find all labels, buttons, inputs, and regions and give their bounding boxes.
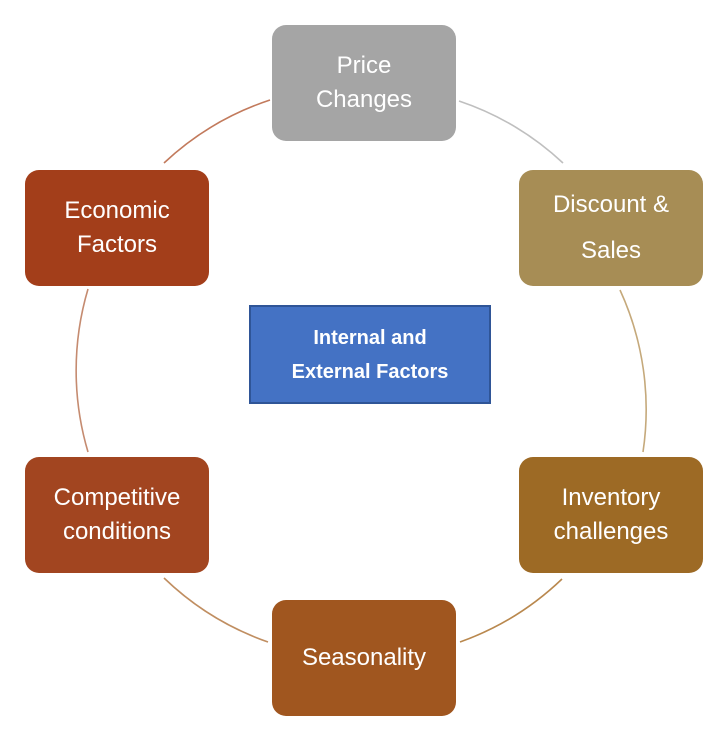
connector-competitive-economic bbox=[75, 288, 89, 453]
node-price-changes: Price Changes bbox=[272, 25, 456, 141]
center-box-internal-external-factors: Internal and External Factors bbox=[249, 305, 491, 404]
connector-inventory-seasonality bbox=[459, 578, 563, 643]
node-seasonality: Seasonality bbox=[272, 600, 456, 716]
connector-price-discount bbox=[458, 100, 564, 164]
connector-economic-price bbox=[163, 99, 271, 164]
node-competitive-conditions: Competitive conditions bbox=[25, 457, 209, 573]
connector-discount-inventory bbox=[619, 289, 647, 453]
node-inventory-challenges: Inventory challenges bbox=[519, 457, 703, 573]
node-discount-sales: Discount & Sales bbox=[519, 170, 703, 286]
connector-seasonality-competitive bbox=[163, 577, 269, 643]
node-economic-factors: Economic Factors bbox=[25, 170, 209, 286]
